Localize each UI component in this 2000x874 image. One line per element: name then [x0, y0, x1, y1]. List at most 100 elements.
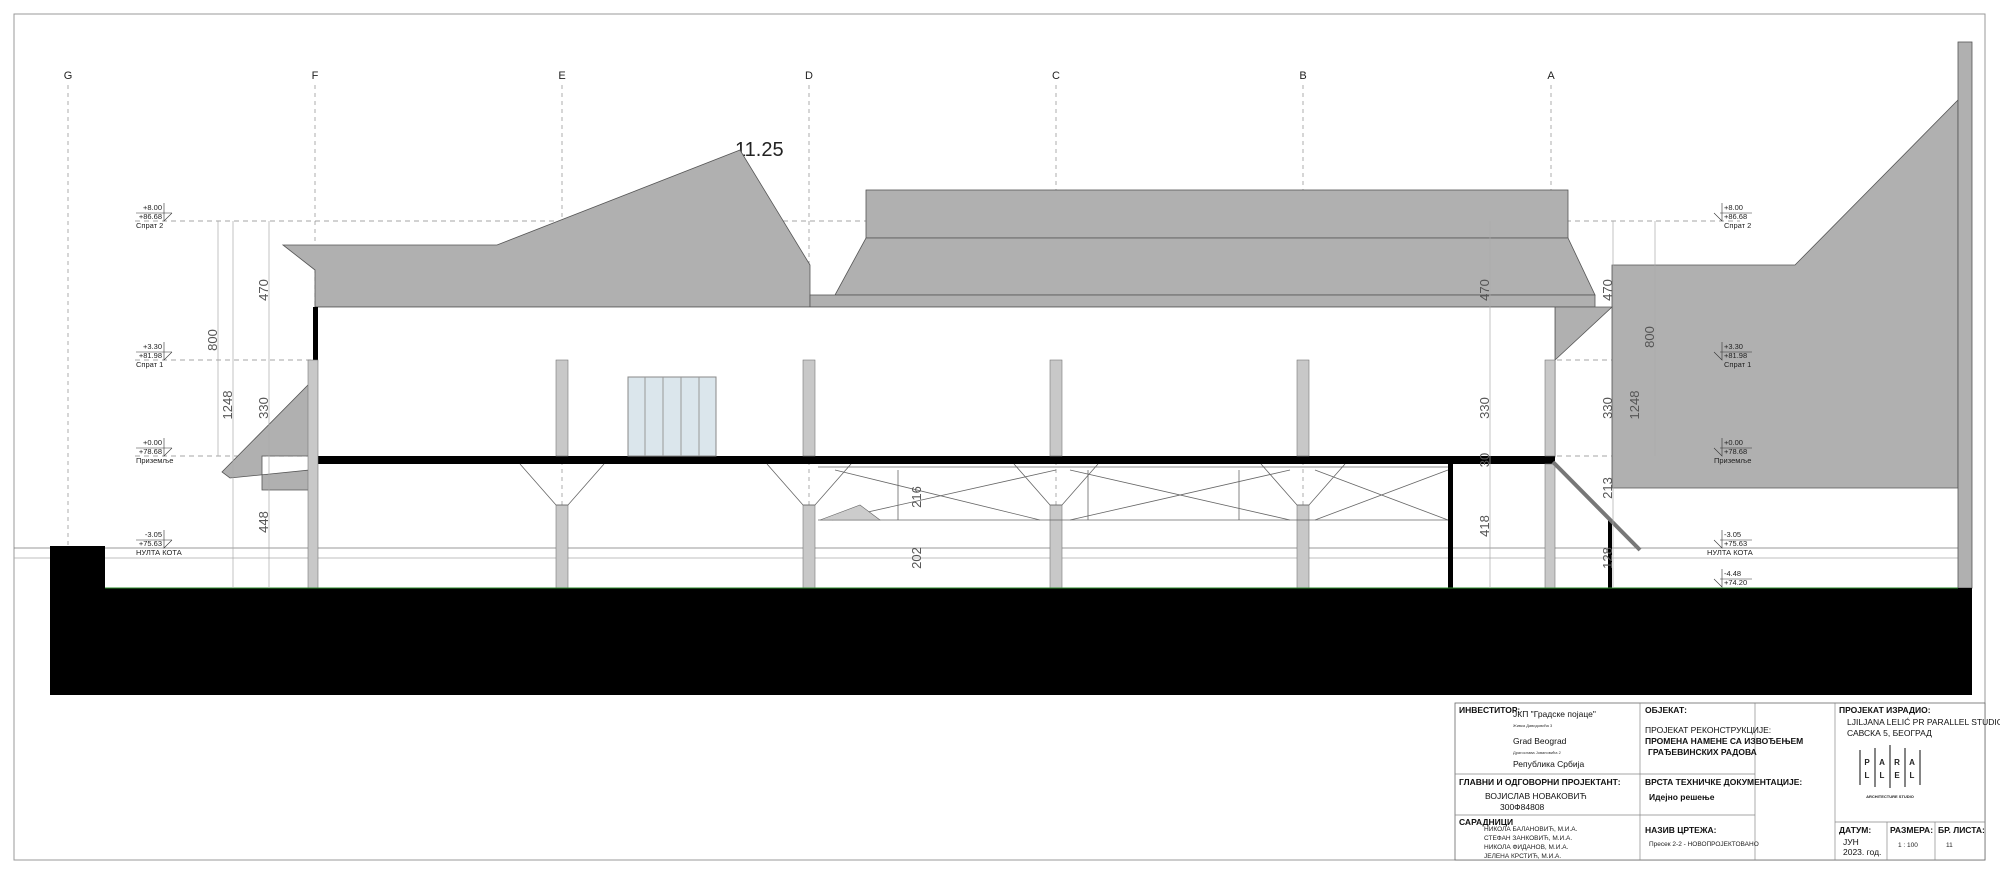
svg-text:-4.48: -4.48 [1724, 569, 1741, 578]
dimension-label: 470 [256, 279, 271, 301]
left-roof [281, 149, 811, 308]
associate: НИКОЛА ФИДАНОВ, М.И.А. [1484, 844, 1569, 851]
svg-text:A: A [1879, 758, 1885, 767]
associate: СТЕФАН ЗАНКОВИЋ, М.И.А. [1484, 835, 1572, 842]
dimension-label: 213 [1600, 477, 1615, 499]
svg-text:-3.05: -3.05 [145, 530, 162, 539]
dimension-label: 1248 [220, 391, 235, 420]
svg-text:+3.30: +3.30 [1724, 342, 1743, 351]
top-annotation: 11.25 [735, 139, 784, 161]
window [627, 376, 717, 457]
sheet-border [13, 13, 1986, 861]
svg-text:P: P [1864, 758, 1870, 767]
date-year: 2023. год. [1843, 847, 1881, 857]
dimension-label: 800 [205, 329, 220, 351]
investor-line: ЈКП "Градске појаце" [1513, 709, 1596, 719]
middle-roof-top [865, 189, 1569, 239]
associate: НИКОЛА БАЛАНОВИЋ, М.И.А. [1484, 826, 1578, 833]
axis-label-d: D [805, 70, 813, 82]
right-canopy [1551, 460, 1642, 552]
svg-text:+74.20: +74.20 [1724, 578, 1747, 587]
axis-label-g: G [64, 70, 73, 82]
designer-label: ГЛАВНИ И ОДГОВОРНИ ПРОЈЕКТАНТ: [1459, 777, 1621, 787]
svg-text:+78.68: +78.68 [1724, 447, 1747, 456]
dimension-label: 216 [909, 486, 924, 508]
svg-text:L: L [1910, 771, 1915, 780]
made-by-label: ПРОЈЕКАТ ИЗРАДИО: [1839, 705, 1931, 715]
parallel-studio-logo [1859, 745, 1921, 788]
dimension-lines [217, 221, 1656, 588]
level-marker: -4.48+74.20 [1713, 569, 1752, 588]
svg-text:+78.68: +78.68 [139, 447, 162, 456]
date-month: ЈУН [1843, 837, 1859, 847]
associate: ЈЕЛЕНА КРСТИЋ, М.И.А. [1484, 853, 1561, 860]
made-by-line: САВСКА 5, БЕОГРАД [1847, 728, 1932, 738]
doc-type: Идејно решење [1649, 792, 1715, 802]
axis-label-f: F [312, 70, 319, 82]
made-by-line: LJILJANA LELIĆ PR PARALLEL STUDIO [1847, 717, 2000, 727]
investor-line: Grad Beograd [1513, 736, 1567, 746]
svg-text:E: E [1894, 771, 1900, 780]
scale-label: РАЗМЕРА: [1890, 825, 1933, 835]
svg-text:Спрат 1: Спрат 1 [136, 360, 163, 369]
scale: 1 : 100 [1898, 842, 1918, 849]
dimension-label: 1248 [1627, 391, 1642, 420]
svg-text:+75.63: +75.63 [1724, 539, 1747, 548]
basement-wall [1448, 464, 1453, 588]
columns [307, 359, 1556, 589]
stair [819, 504, 881, 521]
svg-text:НУЛТА КОТА: НУЛТА КОТА [1707, 548, 1753, 557]
object-line: ГРАЂЕВИНСКИХ РАДОВА [1648, 747, 1757, 757]
svg-text:Спрат 2: Спрат 2 [136, 221, 163, 230]
axis-label-c: C [1052, 70, 1060, 82]
floor-slab [315, 456, 1555, 464]
upper-floor [314, 306, 1556, 458]
svg-text:+81.98: +81.98 [139, 351, 162, 360]
designer-name: ВОЈИСЛАВ НОВАКОВИЋ [1485, 791, 1587, 801]
investor-label: ИНВЕСТИТОР: [1459, 705, 1520, 715]
dimension-label: 470 [1477, 279, 1492, 301]
drawing-name-label: НАЗИВ ЦРТЕЖА: [1645, 825, 1717, 835]
column-capitals [519, 463, 1346, 506]
svg-text:Приземље: Приземље [1714, 456, 1751, 465]
svg-text:+86.68: +86.68 [1724, 212, 1747, 221]
building-masses [221, 41, 1973, 589]
object-line: ПРОЈЕКАТ РЕКОНСТРУКЦИЈЕ: [1645, 725, 1771, 735]
dimension-label: 330 [256, 397, 271, 419]
date-label: ДАТУМ: [1839, 825, 1871, 835]
sheet-number: 11 [1946, 842, 1953, 849]
svg-text:+0.00: +0.00 [143, 438, 162, 447]
svg-text:Спрат 2: Спрат 2 [1724, 221, 1751, 230]
object-line: ПРОМЕНА НАМЕНЕ СА ИЗВОЂЕЊЕМ [1645, 736, 1803, 746]
dimension-label: 448 [256, 511, 271, 533]
svg-text:+0.00: +0.00 [1724, 438, 1743, 447]
svg-text:+8.00: +8.00 [143, 203, 162, 212]
svg-text:+8.00: +8.00 [1724, 203, 1743, 212]
object-label: ОБЈЕКАТ: [1645, 705, 1687, 715]
doc-type-label: ВРСТА ТЕХНИЧКЕ ДОКУМЕНТАЦИЈЕ: [1645, 777, 1802, 787]
svg-text:A: A [1909, 758, 1915, 767]
svg-text:+75.63: +75.63 [139, 539, 162, 548]
designer-id: 300Ф84808 [1500, 802, 1545, 812]
right-wall-bar [1957, 41, 1973, 589]
svg-text:Спрат 1: Спрат 1 [1724, 360, 1751, 369]
axis-label-e: E [558, 70, 565, 82]
investor-line: Драгослава Јовановића 2 [1513, 750, 1562, 755]
axis-label-b: B [1299, 70, 1306, 82]
right-retaining-wall [1608, 520, 1612, 588]
right-roof-connector [1554, 306, 1614, 361]
investor-line: Република Србија [1513, 759, 1585, 769]
investor-line: Живка Давидовића 3 [1513, 723, 1553, 728]
svg-text:+3.30: +3.30 [143, 342, 162, 351]
associates-label: САРАДНИЦИ [1459, 817, 1513, 827]
svg-text:L: L [1880, 771, 1885, 780]
dimension-label: 470 [1600, 279, 1615, 301]
svg-text:НУЛТА КОТА: НУЛТА КОТА [136, 548, 182, 557]
axis-label-a: A [1547, 70, 1555, 82]
